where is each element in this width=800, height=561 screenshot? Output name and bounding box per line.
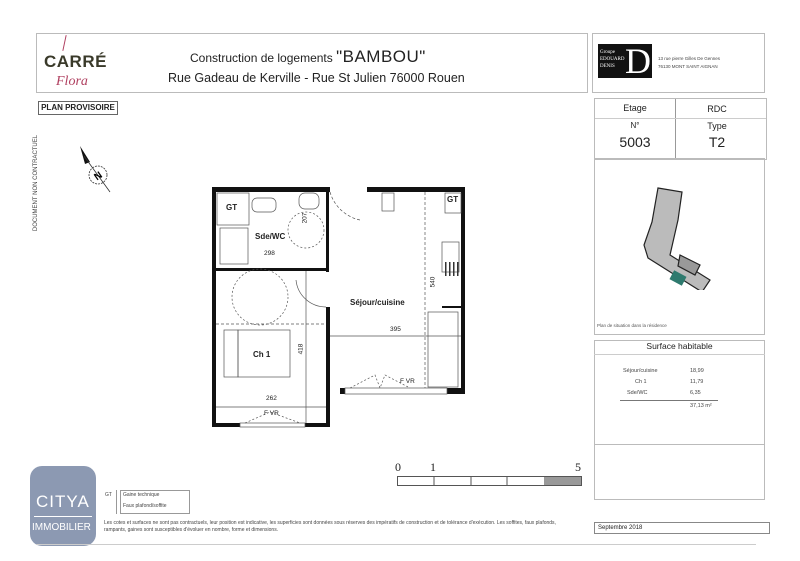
room-area: 18,99 (690, 368, 704, 374)
date-box: Septembre 2018 (594, 522, 770, 534)
scale-label: 1 (430, 460, 436, 474)
surface-table (594, 340, 765, 445)
scale-label: 0 (395, 460, 401, 474)
etage-label: Etage (623, 103, 647, 113)
empty-box (594, 445, 765, 500)
type-label: Type (707, 121, 727, 131)
room-label-gt: GT (447, 195, 459, 204)
watermark-line1: CITYA (36, 492, 90, 511)
number-label: N° (630, 121, 640, 130)
window-label: F VR (264, 410, 279, 417)
logo-flora: Flora (56, 74, 88, 89)
dimension-label: 540 (429, 276, 437, 288)
footer-divider (36, 544, 756, 545)
plan-provisoire-badge: PLAN PROVISOIRE (38, 101, 118, 115)
surface-title: Surface habitable (594, 341, 765, 355)
developer-logo: Groupe EDOUARD DENIS D (598, 44, 652, 78)
title-prefix: Construction de logements (190, 51, 333, 65)
scale-label: 5 (575, 460, 581, 474)
developer-logo-text: Groupe EDOUARD DENIS (600, 50, 625, 69)
dimension-label: 262 (266, 395, 277, 402)
legend: GT Gaine technique Faux plafond/soffite (104, 482, 220, 514)
total-area: 37,13 m² (690, 403, 712, 409)
room-name: Ch 1 (635, 379, 647, 385)
room-area: 6,35 (690, 390, 701, 396)
room-name: Séjour/cuisine (623, 368, 658, 374)
project-address: Rue Gadeau de Kerville - Rue St Julien 7… (168, 71, 465, 85)
disclaimer: Les cotes et surfaces ne sont pas contra… (104, 520, 556, 533)
header-box (36, 33, 588, 93)
legend-text: Faux plafond/soffite (123, 503, 167, 509)
legend-text: Gaine technique (123, 492, 160, 498)
surface-row: Ch 1 11,79 (610, 379, 750, 387)
room-name: Sde/WC (627, 390, 648, 396)
address-line: 76130 MONT SAINT AIGNAN (658, 64, 718, 69)
apartment-type: T2 (708, 134, 726, 150)
window-label: F VR (400, 378, 415, 385)
dimension-label: 207 (301, 212, 309, 224)
room-label-gt: GT (226, 203, 238, 212)
watermark-line2: IMMOBILIER (32, 522, 91, 533)
surface-row: Sde/WC 6,35 (610, 390, 750, 398)
citya-watermark-logo: CITYA IMMOBILIER (30, 466, 96, 546)
developer-logo-letter: D (625, 44, 651, 78)
etage-value: RDC (707, 104, 727, 114)
dimension-label: 298 (264, 250, 275, 257)
room-label-sejour: Séjour/cuisine (350, 298, 405, 307)
situation-plan-map (643, 187, 711, 290)
logo-carre: CARRÉ (44, 52, 107, 71)
dimension-label: 418 (297, 343, 305, 355)
room-label-ch1: Ch 1 (253, 350, 271, 359)
address-line: 13 rue pierre Gilles De Gennes (658, 56, 721, 61)
apartment-info-table: Etage RDC N° Type 5003 T2 (594, 98, 767, 160)
total-divider (620, 400, 718, 401)
project-title: Construction de logements "BAMBOU" (190, 47, 426, 68)
room-label-sde-wc: Sde/WC (255, 232, 286, 241)
scale-bar (397, 476, 582, 486)
apartment-highlight (669, 270, 687, 286)
situation-plan-box (594, 158, 765, 335)
apartment-number: 5003 (619, 134, 651, 150)
compass-icon: N (80, 146, 111, 193)
dimension-label: 395 (390, 326, 401, 333)
surface-row: Séjour/cuisine 18,99 (610, 368, 750, 376)
developer-box (592, 33, 765, 93)
developer-address: 13 rue pierre Gilles De Gennes 76130 MON… (658, 55, 720, 71)
legend-code: GT (105, 492, 112, 498)
room-area: 11,79 (690, 379, 704, 385)
project-name: "BAMBOU" (336, 47, 426, 66)
surface-total: 37,13 m² (610, 403, 750, 411)
situation-caption: Plan de situation dans la résidence (597, 323, 667, 328)
